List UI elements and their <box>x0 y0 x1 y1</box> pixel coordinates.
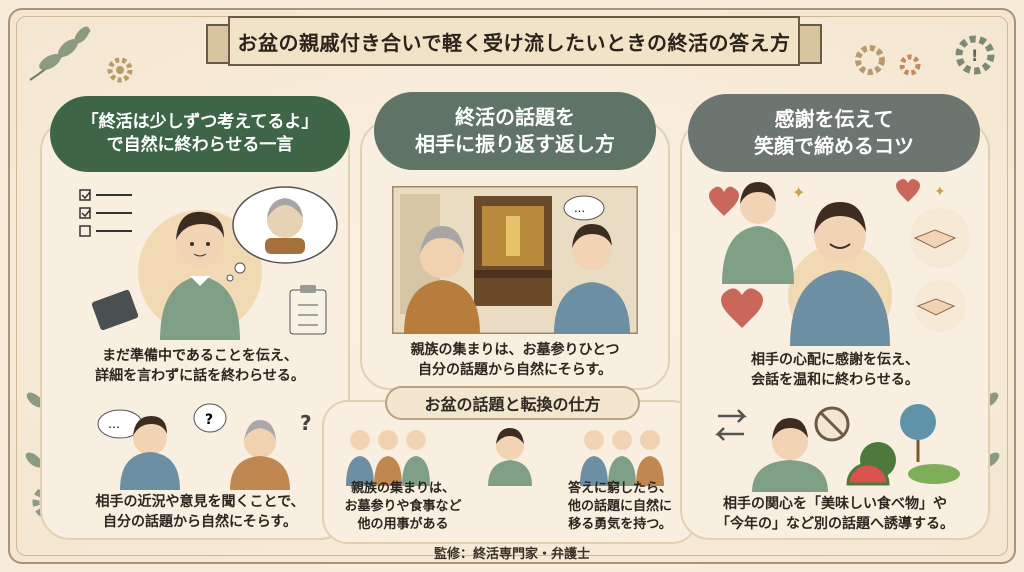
section-2-caption-1-line2: 自分の話題から自然にそらす。 <box>417 362 613 379</box>
section-1-caption-2-line2: 自分の話題から自然にそらす。 <box>102 514 298 531</box>
heart-icon <box>709 179 920 328</box>
leaf-icon <box>29 26 91 81</box>
sub-caption-left-line2: お墓参りや食事など <box>344 499 462 515</box>
svg-text:✦: ✦ <box>934 184 946 200</box>
section-heading-1: 「終活は少しずつ考えてるよ」 で自然に終わらせる一言 <box>50 96 350 172</box>
section-heading-3-line2: 笑顔で締めるコツ <box>754 134 914 158</box>
section-1-caption-1: まだ準備中であることを伝え、 詳細を言わずに話を終わらせる。 <box>60 346 340 387</box>
handshake-icon <box>910 208 970 332</box>
section-1-caption-2: 相手の近況や意見を聞くことで、 自分の話題から自然にそらす。 <box>60 492 340 533</box>
section-2-caption-1-line1: 親族の集まりは、お墓参りひとつ <box>410 342 620 358</box>
svg-text:…: … <box>108 417 120 431</box>
section-heading-1-line2: で自然に終わらせる一言 <box>106 135 294 155</box>
svg-text:?: ? <box>300 411 312 435</box>
page-title: お盆の親戚付き合いで軽く受け流したいときの終活の答え方 <box>237 30 791 55</box>
gear-icon: ! <box>855 35 995 76</box>
section-heading-2: 終活の話題を 相手に振り返す返し方 <box>374 92 656 170</box>
illustration-family-groups <box>346 428 664 486</box>
svg-text:?: ? <box>205 412 213 428</box>
svg-text:…: … <box>574 202 585 215</box>
section-heading-2-line2: 相手に振り返す返し方 <box>415 132 615 156</box>
illustration-altar-scene: … <box>392 186 638 334</box>
fan-icon <box>900 404 936 462</box>
sub-caption-right-line3: 移る勇気を持つ。 <box>568 517 672 533</box>
section-heading-2-line1: 終活の話題を <box>455 105 575 129</box>
speech-bubble-icon: … <box>563 195 605 221</box>
sub-heading-text: お盆の話題と転換の仕方 <box>424 395 601 414</box>
checklist-icon <box>79 189 132 237</box>
section-heading-3-line1: 感謝を伝えて <box>774 107 894 131</box>
section-1-caption-2-line1: 相手の近況や意見を聞くことで、 <box>95 494 305 510</box>
question-mark-icon: ? ? <box>193 403 312 435</box>
sub-heading: お盆の話題と転換の仕方 <box>385 386 640 420</box>
section-3-caption-1: 相手の心配に感謝を伝え、 会話を温和に終わらせる。 <box>700 350 970 391</box>
svg-text:✦: ✦ <box>792 183 805 202</box>
title-banner: お盆の親戚付き合いで軽く受け流したいときの終活の答え方 <box>228 16 800 66</box>
thought-bubble-icon <box>226 186 338 282</box>
arrows-icon <box>714 409 748 441</box>
footer-supervision: 監修：終活専門家・弁護士 <box>433 547 590 562</box>
gear-icon <box>107 57 133 83</box>
section-2-caption-1: 親族の集まりは、お墓参りひとつ 自分の話題から自然にそらす。 <box>370 340 660 381</box>
section-1-caption-1-line1: まだ準備中であることを伝え、 <box>102 348 298 364</box>
sub-caption-right-line2: 他の話題に自然に <box>567 499 672 515</box>
sub-caption-left-line3: 他の用事がある <box>357 517 449 533</box>
section-1-caption-1-line2: 詳細を言わずに話を終わらせる。 <box>95 368 305 385</box>
section-heading-1-line1: 「終活は少しずつ考えてるよ」 <box>81 112 319 133</box>
svg-text:!: ! <box>971 46 978 65</box>
prohibit-icon <box>814 406 850 442</box>
illustration-conversation: … ? ? <box>97 403 312 490</box>
section-3-caption-1-line1: 相手の心配に感謝を伝え、 <box>751 352 919 368</box>
speech-bubble-icon: … <box>97 409 143 439</box>
section-heading-3: 感謝を伝えて 笑顔で締めるコツ <box>688 94 980 172</box>
watermelon-icon <box>846 442 960 486</box>
book-icon <box>91 289 139 331</box>
sub-caption-right-line1: 答えに窮したら、 <box>567 481 672 496</box>
clipboard-icon <box>289 285 327 335</box>
sub-caption-left: 親族の集まりは、 お墓参りや食事など 他の用事がある <box>328 480 478 535</box>
sub-caption-left-line1: 親族の集まりは、 <box>350 481 455 496</box>
section-3-caption-2-line1: 相手の関心を「美味しい食べ物」や <box>723 496 947 512</box>
sub-caption-right: 答えに窮したら、 他の話題に自然に 移る勇気を持つ。 <box>548 480 692 535</box>
illustration-topic-change <box>714 404 960 492</box>
section-3-caption-2-line2: 「今年の」など別の話題へ誘導する。 <box>716 516 954 533</box>
section-3-caption-1-line2: 会話を温和に終わらせる。 <box>751 372 919 389</box>
section-3-caption-2: 相手の関心を「美味しい食べ物」や 「今年の」など別の話題へ誘導する。 <box>690 494 980 535</box>
illustration-grateful-man: ✦ ✦ <box>709 179 970 346</box>
illustration-thinking-man <box>79 186 338 340</box>
